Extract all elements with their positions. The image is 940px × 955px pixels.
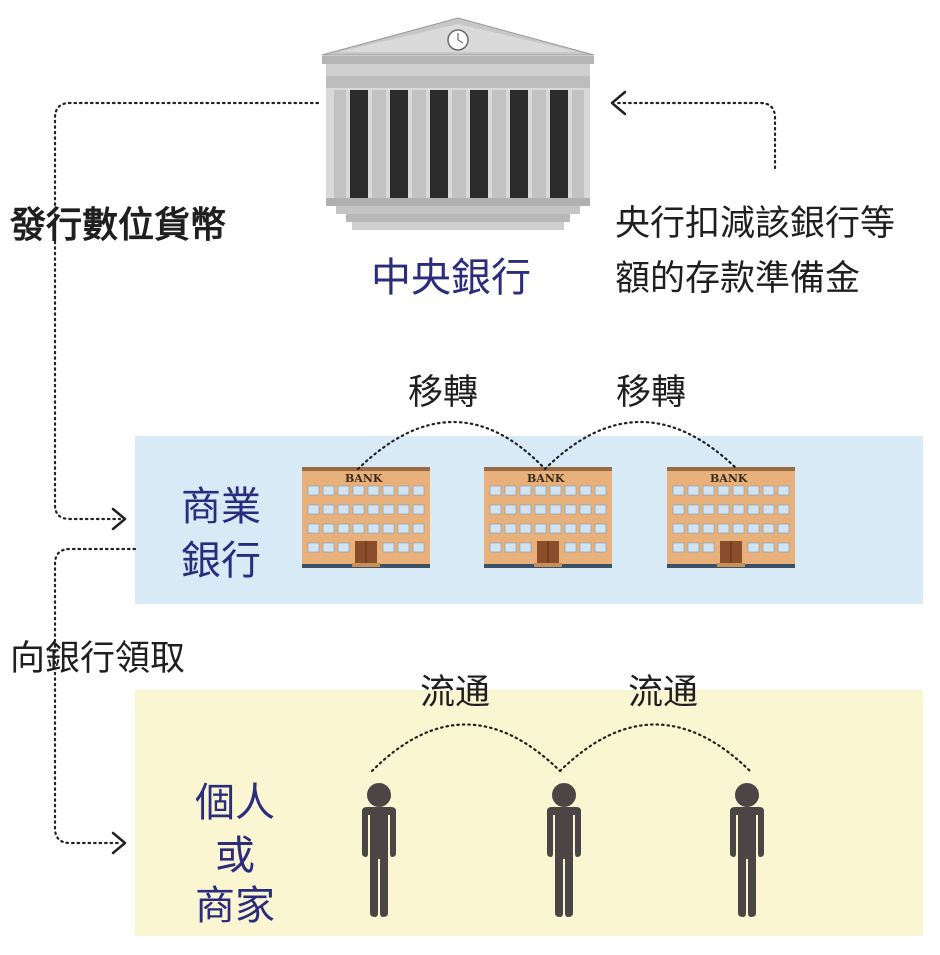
public-band bbox=[135, 690, 923, 936]
person-icon bbox=[547, 783, 581, 917]
transfer-arc bbox=[543, 420, 739, 471]
central-bank-label: 中央銀行 bbox=[371, 255, 531, 301]
withdraw-flow-line bbox=[53, 547, 137, 845]
bank-sign: BANK bbox=[345, 472, 383, 485]
deduct-reserve-label-line2: 額的存款準備金 bbox=[615, 259, 861, 299]
commercial-bank-label-line1: 商業 bbox=[181, 484, 261, 530]
circulate-arc bbox=[370, 723, 562, 773]
arrow-head-icon bbox=[610, 90, 627, 116]
issue-flow-line bbox=[53, 101, 320, 521]
person-icon bbox=[730, 783, 764, 917]
commercial-bank-label-line2: 銀行 bbox=[181, 538, 261, 584]
bank-sign: BANK bbox=[527, 472, 565, 485]
deduct-flow-line bbox=[613, 101, 777, 170]
public-label-line3: 商家 bbox=[195, 883, 275, 929]
deduct-reserve-label-line1: 央行扣減該銀行等 bbox=[615, 204, 896, 244]
withdraw-label: 向銀行領取 bbox=[10, 639, 186, 679]
person-icon bbox=[362, 783, 396, 917]
transfer-label: 移轉 bbox=[408, 373, 479, 413]
arrow-head-icon bbox=[111, 831, 127, 855]
circulate-label: 流通 bbox=[420, 673, 491, 713]
circulate-label: 流通 bbox=[628, 673, 699, 713]
public-label-line1: 個人 bbox=[195, 780, 275, 826]
central-bank-building-icon bbox=[321, 17, 595, 230]
circulate-arc bbox=[558, 723, 752, 773]
public-label-line2: 或 bbox=[215, 833, 255, 879]
arrow-head-icon bbox=[111, 507, 127, 531]
bank-sign: BANK bbox=[710, 472, 748, 485]
issue-currency-label: 發行數位貨幣 bbox=[10, 204, 227, 246]
transfer-label: 移轉 bbox=[616, 373, 687, 413]
transfer-arc bbox=[356, 420, 547, 471]
